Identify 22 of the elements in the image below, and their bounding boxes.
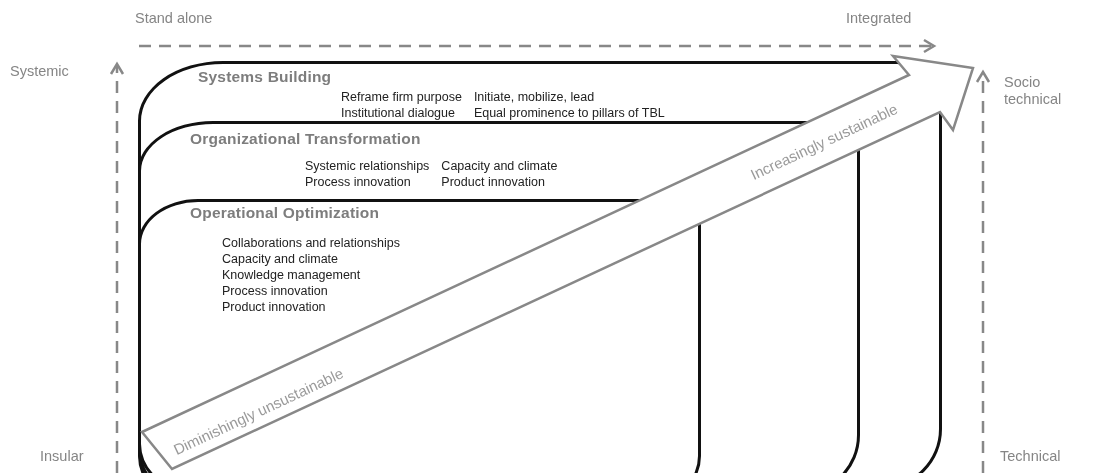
level-heading: Systems Building (198, 68, 332, 86)
practice-item: Equal prominence to pillars of TBL (473, 105, 665, 121)
practice-item: Product innovation (222, 299, 327, 315)
axis-label: Insular (40, 448, 84, 465)
axis-label: Systemic (10, 63, 69, 80)
practice-item: Knowledge management (222, 267, 362, 283)
practice-item: Systemic relationships (305, 158, 430, 174)
axis-label: Stand alone (135, 10, 213, 27)
practice-item: Capacity and climate (441, 158, 558, 174)
practice-item: Institutional dialogue (341, 105, 456, 121)
practice-item: Capacity and climate (222, 251, 340, 267)
practice-item: Reframe firm purpose (341, 89, 462, 105)
practice-item: Process innovation (305, 174, 412, 190)
axis-label: Socio technical (1004, 74, 1063, 108)
practice-item: Process innovation (222, 283, 329, 299)
axis-label: Integrated (846, 10, 912, 27)
level-heading: Organizational Transformation (190, 130, 421, 148)
practice-item: Initiate, mobilize, lead (473, 89, 596, 105)
practice-item: Product innovation (441, 174, 546, 190)
level-heading: Operational Optimization (190, 204, 380, 222)
practice-item: Collaborations and relationships (222, 235, 400, 251)
axis-label: Technical (1000, 448, 1061, 465)
